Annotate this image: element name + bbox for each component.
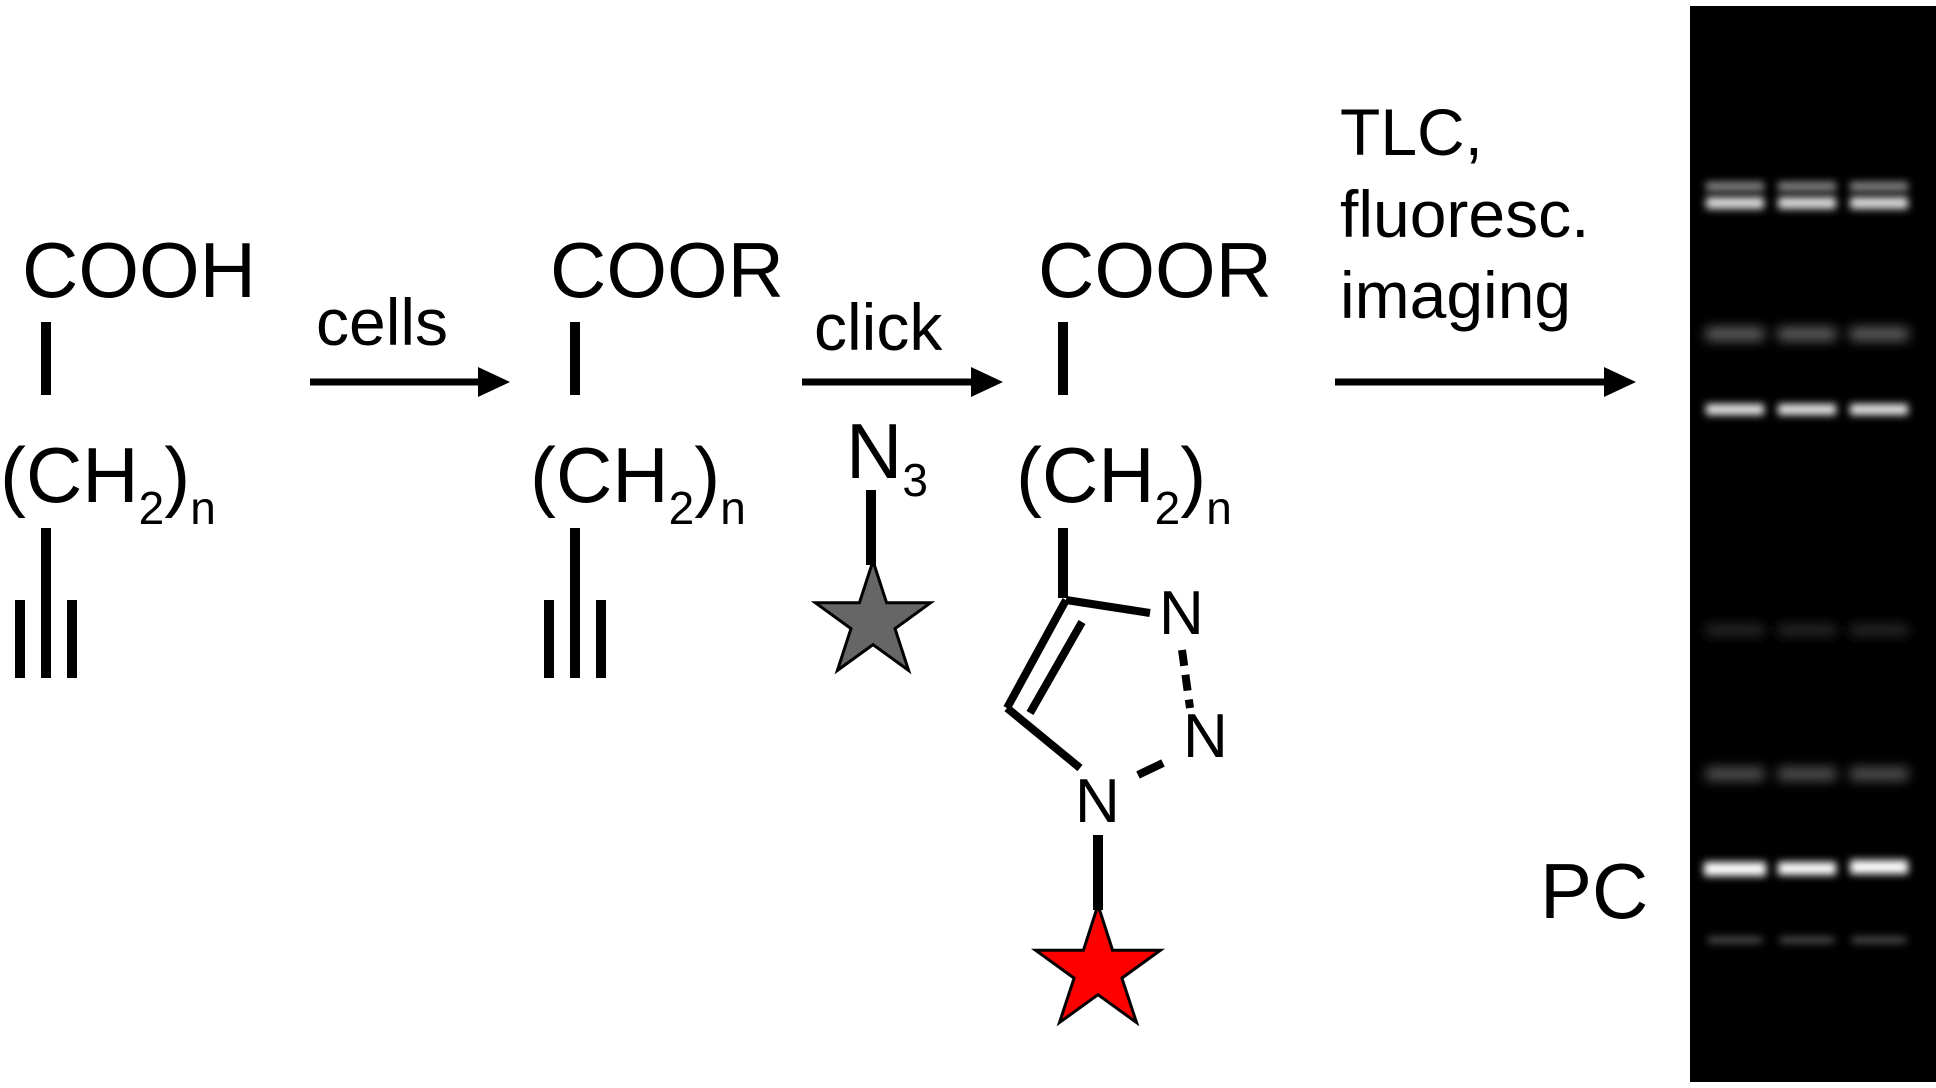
methylene-chain-label: (CH2)n xyxy=(0,431,216,534)
ring-atom-n1: N xyxy=(1075,767,1120,836)
arrow-label-cells: cells xyxy=(316,285,448,359)
gray-star-icon xyxy=(810,556,936,675)
arrowhead-icon xyxy=(478,367,510,397)
alkyne-triple-bond-icon xyxy=(544,600,606,678)
structure-ester-alkyne: COOR (CH2)n xyxy=(530,226,784,678)
arrowhead-icon xyxy=(1604,367,1636,397)
arrow-label-click: click xyxy=(814,290,943,364)
ring-atom-n3: N xyxy=(1159,579,1204,648)
methylene-chain-label: (CH2)n xyxy=(1016,431,1232,534)
structure-triazole-product: COOR (CH2)n N N N xyxy=(1003,226,1272,1027)
arrowhead-icon xyxy=(971,367,1003,397)
alkyne-triple-bond-icon xyxy=(15,600,77,678)
tlc-lane xyxy=(1704,182,1766,943)
tlc-lane xyxy=(1850,182,1908,943)
structure-fatty-acid: COOH (CH2)n xyxy=(0,226,256,678)
tlc-plate-image xyxy=(1690,6,1936,1082)
ester-label: COOR xyxy=(550,226,784,314)
ring-atom-n2: N xyxy=(1183,702,1228,771)
tlc-lane xyxy=(1778,182,1836,943)
methylene-chain-label: (CH2)n xyxy=(530,431,746,534)
triazole-ring: N N N xyxy=(1003,579,1228,910)
red-star-icon xyxy=(1030,900,1166,1027)
arrow-label-tlc: TLC, fluoresc. imaging xyxy=(1340,95,1608,332)
reaction-arrow-tlc: TLC, fluoresc. imaging xyxy=(1335,95,1636,397)
reaction-arrow-click: click N3 xyxy=(802,290,1003,675)
carboxylic-acid-label: COOH xyxy=(22,226,256,314)
reaction-arrow-cells: cells xyxy=(310,285,510,397)
ester-label: COOR xyxy=(1038,226,1272,314)
azide-reagent-label: N3 xyxy=(846,407,928,506)
pc-spot-label: PC xyxy=(1540,847,1648,935)
